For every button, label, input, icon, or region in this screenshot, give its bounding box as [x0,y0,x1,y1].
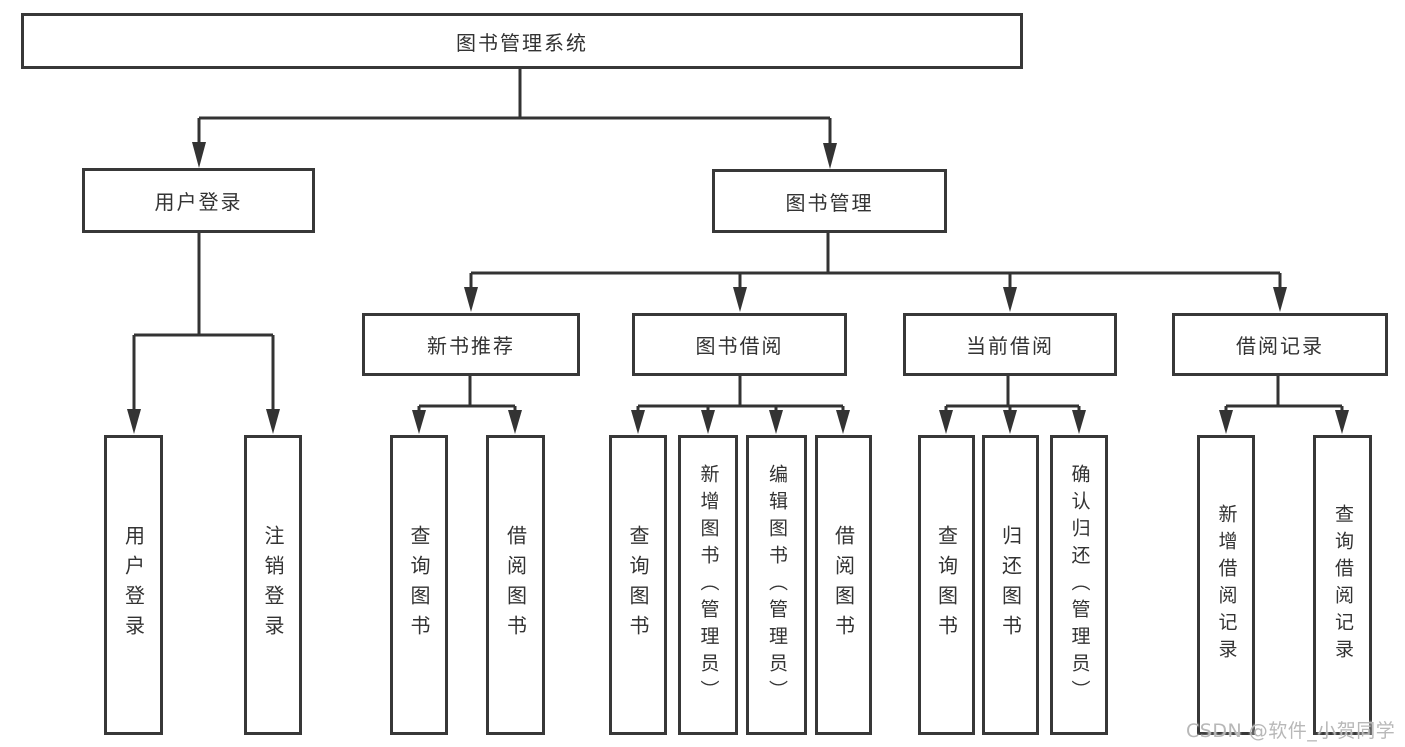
node-label: 当前借阅 [966,334,1054,358]
node-user-login-branch: 用户登录 [82,168,315,233]
node-borrowing-records: 借阅记录 [1172,313,1388,376]
node-label: 图书借阅 [695,334,784,358]
node-label: 用户登录 [121,525,146,645]
leaf-query-books-current: 查询图书 [918,435,975,735]
node-label: 借阅图书 [503,525,528,645]
leaf-return-books: 归还图书 [982,435,1039,735]
leaf-add-book-admin: 新增图书（管理员） [678,435,738,735]
leaf-logout: 注销登录 [244,435,302,735]
node-label: 注销登录 [261,525,285,645]
csdn-watermark: CSDN @软件_小贺同学 [1186,720,1396,742]
node-label: 新书推荐 [427,334,515,358]
node-label: 查询借阅记录 [1332,504,1354,666]
node-label: 借阅图书 [831,525,856,645]
node-current-borrowing: 当前借阅 [903,313,1117,376]
node-label: 新增图书（管理员） [697,463,720,707]
node-book-management-branch: 图书管理 [712,169,947,233]
node-label: 查询图书 [934,525,959,645]
leaf-query-borrow-record: 查询借阅记录 [1313,435,1372,735]
node-label: 查询图书 [626,525,650,645]
leaf-edit-book-admin: 编辑图书（管理员） [746,435,807,735]
node-label: 归还图书 [998,525,1023,645]
node-label: 图书管理 [785,190,874,215]
node-label: 借阅记录 [1236,334,1324,358]
node-label: 确认归还（管理员） [1068,463,1091,707]
node-label: 查询图书 [407,525,431,645]
leaf-confirm-return-admin: 确认归还（管理员） [1050,435,1108,735]
node-new-book-recommend: 新书推荐 [362,313,580,376]
node-label: 编辑图书（管理员） [766,463,788,707]
leaf-user-login: 用户登录 [104,435,163,735]
node-library-system: 图书管理系统 [21,13,1023,69]
leaf-borrow-books-recommend: 借阅图书 [486,435,545,735]
leaf-borrow-books: 借阅图书 [815,435,872,735]
leaf-add-borrow-record: 新增借阅记录 [1197,435,1255,735]
node-label: 图书管理系统 [456,30,588,55]
leaf-query-books-borrow: 查询图书 [609,435,667,735]
node-book-borrowing: 图书借阅 [632,313,847,376]
node-label: 新增借阅记录 [1215,504,1238,666]
node-label: 用户登录 [154,190,243,214]
leaf-query-books-recommend: 查询图书 [390,435,448,735]
